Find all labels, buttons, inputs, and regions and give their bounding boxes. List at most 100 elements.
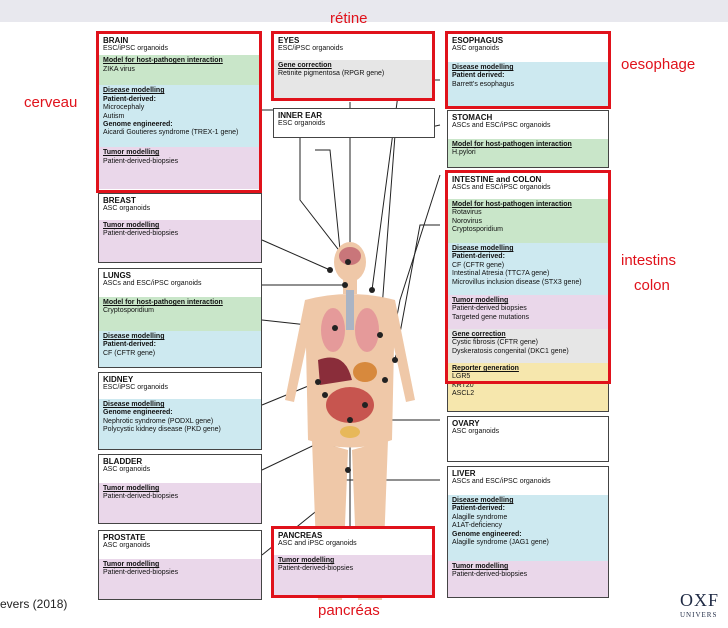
intestine-b2: Patient-derived: (452, 253, 505, 261)
brain-h3: Tumor modelling (103, 149, 160, 157)
eyes-title: EYES (278, 36, 300, 45)
highlight-esophagus (445, 31, 611, 109)
intestine-l3a: Patient-derived biopsies (452, 305, 527, 313)
kidney-l1b: Polycystic kidney disease (PKD gene) (103, 426, 221, 434)
stomach-l1: H.pylori (452, 149, 476, 157)
liver-b1b: Genome engineered: (452, 530, 522, 538)
intestine-l4b: Dyskeratosis congenital (DKC1 gene) (452, 347, 569, 355)
kidney-l1a: Nephrotic syndrome (PODXL gene) (103, 417, 214, 425)
ovary-sub: ASC organoids (452, 428, 500, 435)
liver-l1c: Alagille syndrome (JAG1 gene) (452, 539, 549, 547)
brain-b2: Patient-derived: (103, 95, 156, 103)
bladder-l1: Patient-derived-biopsies (103, 493, 179, 501)
kidney-h1: Disease modelling (103, 401, 165, 408)
intestine-l4a: Cystic fibrosis (CFTR gene) (452, 339, 538, 347)
esophagus-h1: Disease modelling (452, 64, 514, 71)
intestine-sub: ASCs and ESC/iPSC organoids (452, 184, 551, 191)
lungs-title: LUNGS (103, 271, 131, 280)
source-citation: evers (2018) (0, 597, 68, 611)
stomach-title: STOMACH (452, 113, 493, 122)
eyes-h1: Gene correction (278, 62, 332, 69)
liver-l1a: Alagille syndrome (452, 513, 508, 521)
esophagus-sub: ASC organoids (452, 45, 500, 52)
intestine-h5: Reporter generation (452, 365, 519, 372)
liver-h2: Tumor modelling (452, 563, 509, 570)
eyes-sub: ESC/iPSC organoids (278, 45, 343, 52)
label-cerveau: cerveau (24, 94, 78, 111)
esophagus-title: ESOPHAGUS (452, 36, 504, 45)
top-bar (0, 0, 728, 22)
label-pancreas: pancréas (318, 602, 380, 619)
intestine-l5b: KRT20 (452, 381, 474, 389)
stomach-sub: ASCs and ESC/iPSC organoids (452, 122, 551, 129)
highlight-eyes (271, 31, 435, 101)
intestine-l5a: LGR5 (452, 373, 471, 381)
pancreas-title: PANCREAS (278, 531, 323, 540)
breast-h1: Tumor modelling (103, 222, 160, 229)
breast-l1: Patient-derived-biopsies (103, 230, 179, 238)
prostate-sub: ASC organoids (103, 542, 151, 549)
brain-sub: ESC/iPSC organoids (103, 45, 168, 52)
lungs-l2: CF (CFTR gene) (103, 349, 156, 357)
oxford-logo: OXF UNIVERS (680, 590, 719, 619)
intestine-title: INTESTINE and COLON (452, 175, 542, 184)
esophagus-l1: Barrett's esophagus (452, 80, 515, 88)
inner-ear-sub: ESC organoids (278, 120, 326, 127)
liver-sub: ASCs and ESC/iPSC organoids (452, 478, 551, 485)
brain-title: BRAIN (103, 36, 129, 45)
liver-title: LIVER (452, 469, 476, 478)
highlight-brain (96, 31, 262, 193)
brain-l2b: Autism (103, 112, 125, 120)
brain-b2b: Genome engineered: (103, 121, 173, 129)
prostate-h1: Tumor modelling (103, 561, 160, 568)
prostate-title: PROSTATE (103, 533, 146, 542)
intestine-l2b: Intestinal Atresia (TTC7A gene) (452, 270, 550, 278)
intestine-h1: Model for host-pathogen interaction (452, 201, 572, 208)
liver-h1: Disease modelling (452, 497, 514, 504)
brain-l1: ZIKA virus (103, 65, 135, 73)
prostate-l1: Patient-derived-biopsies (103, 569, 179, 577)
highlight-intestine (445, 170, 611, 384)
pancreas-l1: Patient-derived-biopsies (278, 565, 354, 573)
stomach-h1: Model for host-pathogen interaction (452, 141, 572, 148)
bladder-title: BLADDER (103, 457, 143, 466)
bladder-sub: ASC organoids (103, 466, 151, 473)
esophagus-b1: Patient derived: (452, 72, 505, 80)
intestine-h3: Tumor modelling (452, 297, 509, 304)
breast-title: BREAST (103, 196, 136, 205)
brain-l2c: Aicardi Goutieres syndrome (TREX-1 gene) (103, 129, 239, 137)
inner-ear-title: INNER EAR (278, 111, 323, 120)
lungs-b2: Patient-derived: (103, 341, 156, 349)
intestine-l5c: ASCL2 (452, 390, 475, 398)
liver-l2: Patient-derived-biopsies (452, 571, 528, 579)
brain-l3: Patient-derived-biopsies (103, 157, 179, 165)
lungs-h2: Disease modelling (103, 333, 165, 340)
lungs-l1: Cryptosporidium (103, 307, 154, 315)
bladder-h1: Tumor modelling (103, 485, 160, 492)
lungs-h1: Model for host-pathogen interaction (103, 299, 223, 306)
intestine-l1c: Cryptosporidium (452, 226, 503, 234)
pancreas-sub: ASC and iPSC organoids (278, 540, 357, 547)
pancreas-h1: Tumor modelling (278, 557, 335, 564)
liver-b1: Patient-derived: (452, 505, 505, 513)
eyes-l1: Retinite pigmentosa (RPGR gene) (278, 70, 385, 78)
brain-h2: Disease modelling (103, 87, 165, 95)
highlight-pancreas (271, 526, 435, 598)
intestine-l3b: Targeted gene mutations (452, 313, 530, 321)
breast-sub: ASC organoids (103, 205, 151, 212)
logo-line2: UNIVERS (680, 611, 718, 619)
ovary-title: OVARY (452, 419, 480, 428)
liver-l1b: A1AT-deficiency (452, 522, 503, 530)
intestine-l2c: Microvillus inclusion disease (STX3 gene… (452, 278, 582, 286)
